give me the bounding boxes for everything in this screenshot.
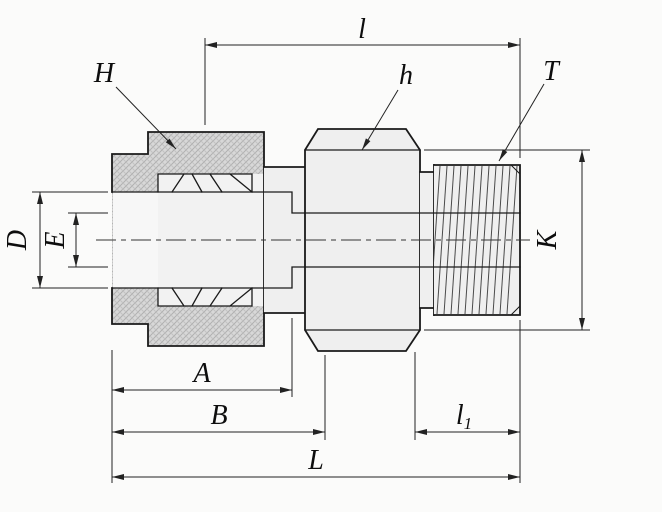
dim-D: D [2, 191, 108, 289]
dim-L: L [111, 320, 521, 483]
leader-T: T [498, 56, 561, 162]
part-nut [111, 131, 265, 347]
neck-outline [263, 166, 306, 314]
label-T: T [543, 56, 561, 87]
label-E: E [40, 231, 71, 249]
arrowhead [579, 318, 585, 330]
arrowhead [508, 474, 520, 480]
leader-H: H [93, 58, 177, 150]
arrowhead [313, 429, 325, 435]
label-B: B [210, 400, 227, 431]
leader-h: h [361, 60, 413, 151]
arrowhead [37, 276, 43, 288]
label-H: H [93, 58, 116, 89]
dim-K: K [424, 149, 590, 331]
label-L: L [307, 445, 324, 476]
label-A: A [191, 358, 211, 389]
arrowhead [112, 387, 124, 393]
dim-B: B [112, 355, 326, 440]
dim-A: A [112, 318, 293, 397]
arrowhead [415, 429, 427, 435]
arrowhead [205, 42, 217, 48]
hex-fill [305, 129, 420, 351]
dim-l1: l1 [414, 352, 520, 440]
label-h: h [399, 60, 413, 91]
arrowhead [508, 429, 520, 435]
arrowhead [112, 429, 124, 435]
arrowhead [499, 149, 508, 161]
part-bore [112, 191, 521, 289]
thread-chamfer [510, 164, 521, 316]
arrowhead [165, 138, 176, 149]
arrowhead [508, 42, 520, 48]
arrowhead [73, 213, 79, 225]
arrowhead [579, 150, 585, 162]
label-l: l [358, 14, 366, 45]
arrowhead [362, 138, 371, 150]
arrowhead [112, 474, 124, 480]
dim-E: E [40, 212, 108, 268]
part-ferrules [157, 173, 253, 307]
arrowhead [37, 192, 43, 204]
label-K: K [532, 229, 563, 250]
label-D: D [2, 230, 33, 251]
arrowhead [73, 255, 79, 267]
label-l1: l1 [456, 400, 472, 433]
arrowhead [280, 387, 292, 393]
dim-l: l [204, 14, 521, 158]
